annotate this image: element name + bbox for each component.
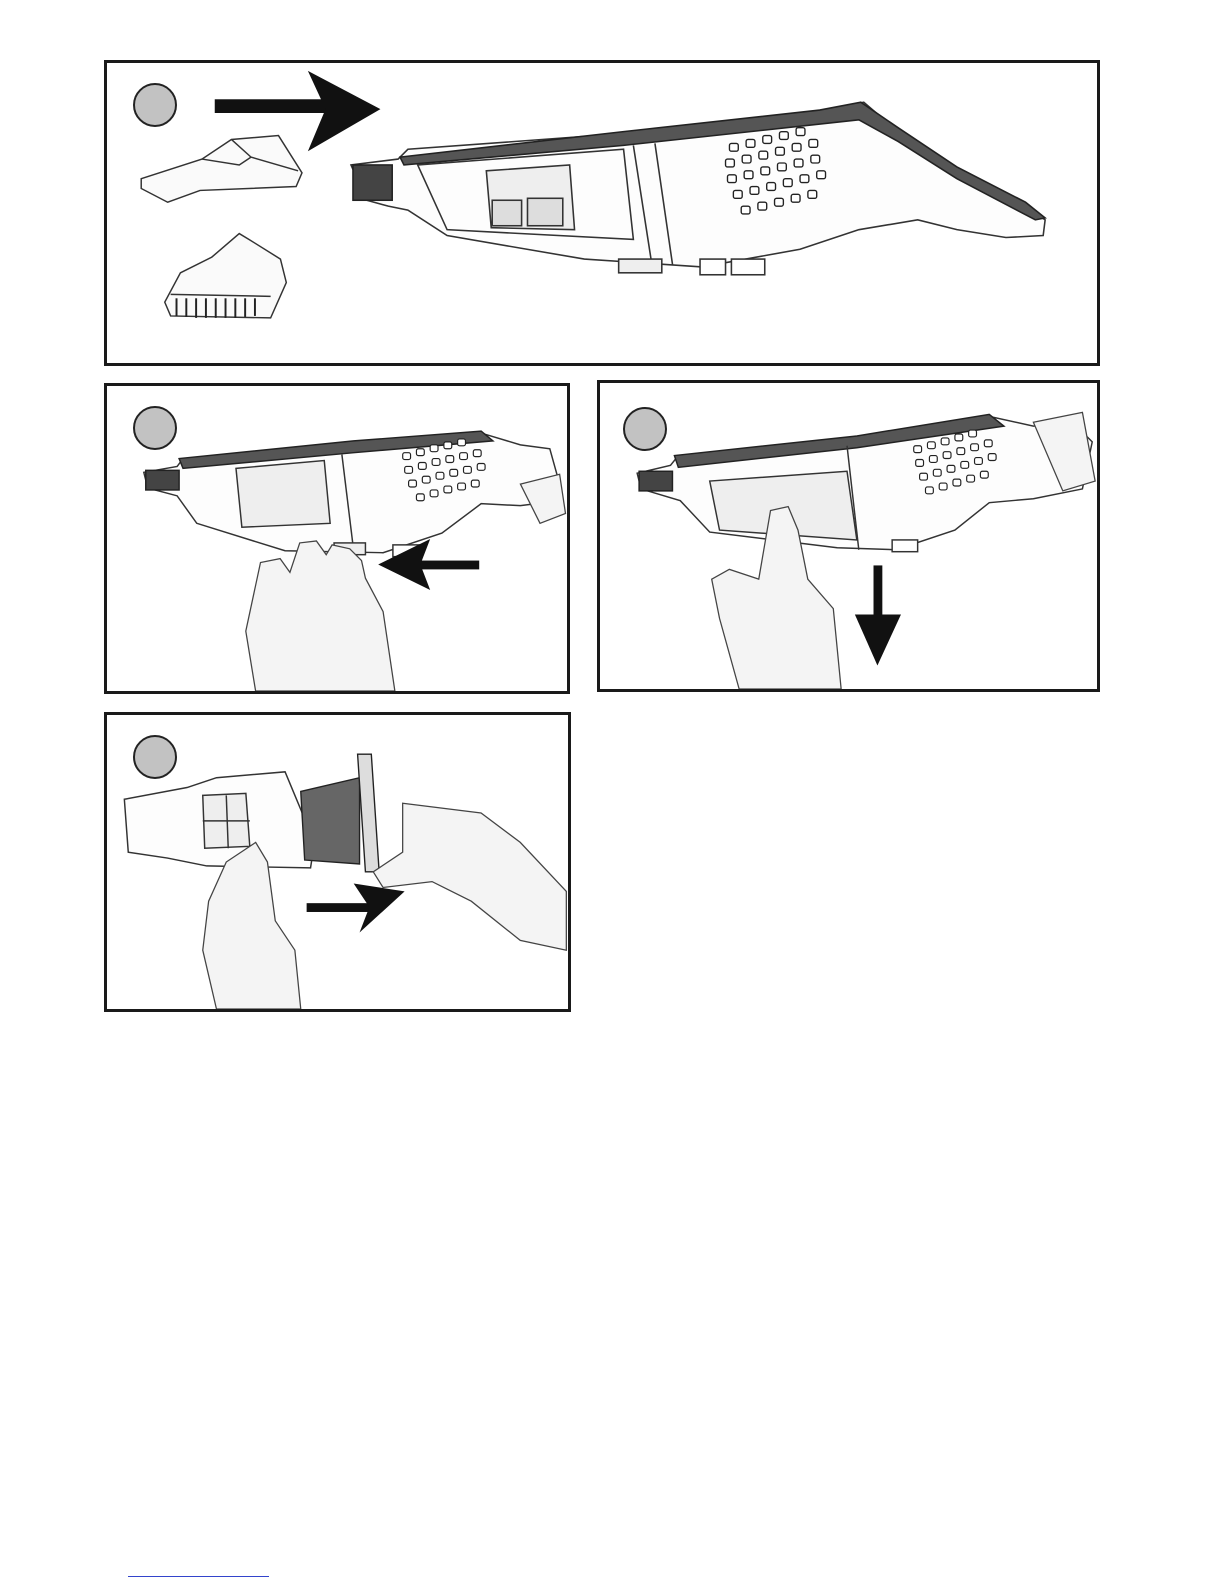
figure-panel-3 [597, 380, 1100, 692]
vacuum-illustration [107, 63, 1097, 363]
dust-bowl-icon [124, 772, 314, 868]
figure-panel-4 [104, 712, 571, 1012]
pull-down-arrow-icon [855, 565, 901, 665]
vacuum-body-icon [144, 431, 560, 557]
figure-panel-1 [104, 60, 1100, 366]
step-number-circle-3 [623, 407, 667, 451]
step-number-circle-1 [133, 83, 177, 127]
filter-icon [301, 754, 379, 872]
vacuum-body-icon [351, 102, 1045, 275]
step-number-circle-4 [133, 735, 177, 779]
pull-out-arrow-icon [307, 884, 405, 933]
crevice-tool-icon [141, 136, 302, 203]
step-number-circle-2 [133, 406, 177, 450]
remove-bowl-illustration [600, 383, 1097, 689]
brush-tool-icon [165, 234, 287, 318]
vacuum-body-icon [637, 414, 1092, 551]
footer-rule [128, 1576, 269, 1577]
figure-panel-2 [104, 383, 570, 694]
